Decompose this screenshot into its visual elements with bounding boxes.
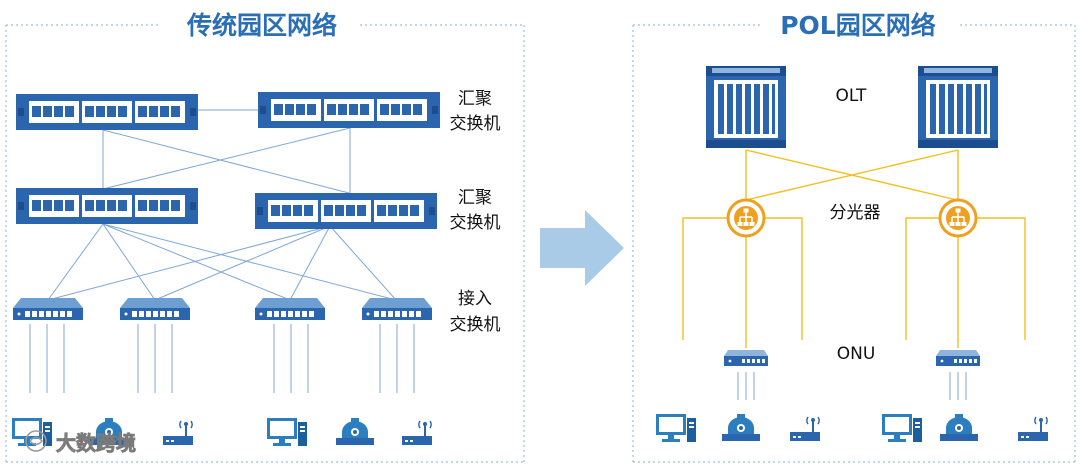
aggregation-switch-icon: [16, 94, 198, 130]
access-switch-icon: [120, 298, 190, 320]
camera-icon: [940, 414, 978, 441]
camera-icon: [722, 414, 760, 441]
camera-icon: [336, 418, 374, 445]
aggregation-switch-icon: [16, 188, 198, 224]
olt-chassis-icon: [918, 66, 998, 148]
access-switch-icon: [362, 298, 432, 320]
access-switch-label-line1: 接入: [458, 289, 492, 309]
left-panel-border: [5, 24, 525, 463]
access-switch-icon: [255, 298, 325, 320]
pc-icon: [267, 418, 307, 446]
right-panel-border: [632, 24, 1076, 463]
onu-icon: [936, 350, 980, 366]
left-panel-title: 传统园区网络: [186, 11, 337, 40]
pol-campus-panel: POL园区网络 OLT 分光器 ONU: [632, 11, 1076, 463]
access-switch-icon: [13, 298, 83, 320]
aggregation-switch-label-line2: 交换机: [450, 114, 501, 134]
splitter-label: 分光器: [830, 203, 881, 223]
wireless-ap-icon: [401, 420, 433, 446]
traditional-campus-panel: 传统园区网络: [5, 11, 525, 463]
watermark-logo-icon: [25, 430, 47, 452]
copper-links: [29, 109, 415, 393]
pc-icon: [656, 414, 696, 442]
wireless-ap-icon: [162, 420, 194, 446]
aggregation-switch-icon: [255, 193, 437, 229]
onu-label: ONU: [837, 344, 876, 364]
onu-icon: [724, 350, 768, 366]
aggregation-switch-label-line1: 汇聚: [458, 188, 492, 208]
onu-drop-links: [737, 372, 967, 400]
aggregation-switch-label-line1: 汇聚: [458, 89, 492, 109]
watermark-text: 大数跨境: [56, 431, 136, 455]
watermark: 大数跨境: [25, 430, 136, 455]
right-arrow-icon: [540, 210, 624, 286]
optical-splitter-icon: [726, 198, 766, 238]
right-panel-title: POL园区网络: [780, 11, 936, 40]
access-switch-label-line2: 交换机: [450, 315, 501, 335]
aggregation-switch-label-line2: 交换机: [450, 213, 501, 233]
fiber-links: [682, 149, 1026, 348]
wireless-ap-icon: [1017, 416, 1049, 442]
aggregation-switch-icon: [258, 92, 440, 128]
olt-label: OLT: [836, 86, 868, 106]
pc-icon: [882, 414, 922, 442]
wireless-ap-icon: [789, 416, 821, 442]
olt-chassis-icon: [706, 66, 786, 148]
optical-splitter-icon: [938, 198, 978, 238]
